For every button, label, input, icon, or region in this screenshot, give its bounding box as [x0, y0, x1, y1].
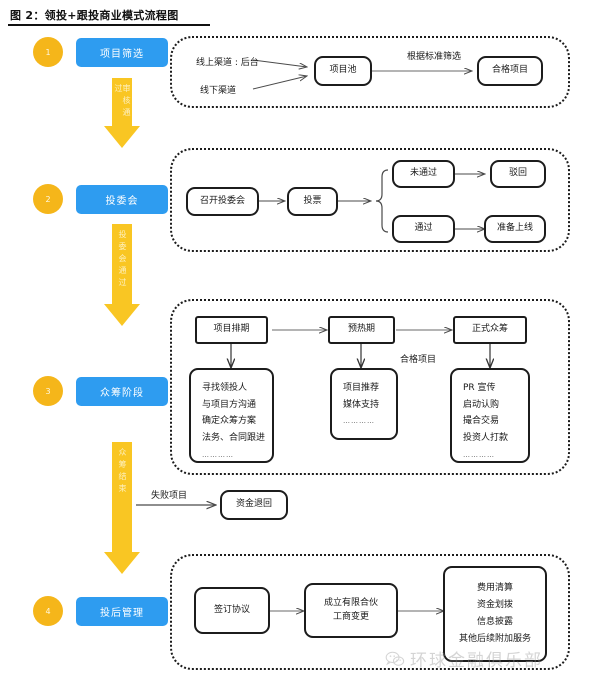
section-crowdfunding: [170, 299, 570, 475]
detail-item: 寻找领投人: [202, 383, 248, 393]
detail-box-warmup[interactable]: 项目推荐 媒体支持 …………: [330, 368, 398, 440]
detail-ellipsis: …………: [202, 450, 234, 459]
stage-badge-3: 3: [33, 376, 63, 406]
page-title: 图 2：领投+跟投商业模式流程图: [10, 9, 179, 22]
node-prepare-launch[interactable]: 准备上线: [484, 215, 546, 243]
detail-box-schedule[interactable]: 寻找领投人 与项目方沟通 确定众筹方案 法务、合同跟进 …………: [189, 368, 274, 463]
node-project-pool[interactable]: 项目池: [314, 56, 372, 86]
node-hold-meeting[interactable]: 召开投委会: [186, 187, 259, 216]
wechat-icon: [385, 651, 405, 666]
stage-button-post-investment[interactable]: 投后管理: [76, 597, 168, 626]
stage-badge-1: 1: [33, 37, 63, 67]
stage-button-crowdfunding[interactable]: 众筹阶段: [76, 377, 168, 406]
node-not-passed[interactable]: 未通过: [392, 160, 455, 188]
detail-item: 法务、合同跟进: [202, 432, 266, 443]
detail-box-crowdfunding[interactable]: PR 宣传 启动认购 撮合交易 投资人打款 …………: [450, 368, 530, 463]
section-post-investment: [170, 554, 570, 670]
edge-label-standard-filter: 根据标准筛选: [407, 52, 462, 62]
node-offline-channel: 线下渠道: [200, 86, 237, 96]
detail-item: 项目推荐: [343, 383, 380, 393]
node-passed[interactable]: 通过: [392, 215, 455, 243]
transition-arrow-3: 众筹结束: [104, 442, 140, 574]
node-refund[interactable]: 资金退回: [220, 490, 288, 520]
stage-badge-2: 2: [33, 184, 63, 214]
node-warmup[interactable]: 预热期: [328, 316, 395, 344]
detail-ellipsis: …………: [463, 450, 495, 459]
watermark: 环球金融俱乐部: [385, 646, 543, 671]
transition-arrow-1: 审核通过: [104, 78, 140, 148]
detail-item: 投资人打款: [463, 432, 509, 443]
node-line: 成立有限合伙: [323, 598, 378, 609]
node-rejected[interactable]: 驳回: [490, 160, 546, 188]
node-qualified-project[interactable]: 合格项目: [477, 56, 543, 86]
detail-item: PR 宣传: [463, 383, 496, 393]
node-schedule[interactable]: 项目排期: [195, 316, 268, 344]
node-line: 其他后续附加服务: [458, 634, 531, 645]
watermark-text: 环球金融俱乐部: [410, 651, 543, 671]
failure-branch-label: 失败项目: [151, 491, 188, 501]
node-sign-agreement[interactable]: 签订协议: [194, 587, 270, 634]
node-vote[interactable]: 投票: [287, 187, 338, 216]
node-formal-crowdfunding[interactable]: 正式众筹: [453, 316, 527, 344]
node-line: 工商变更: [332, 611, 369, 622]
title-underline: [8, 24, 210, 26]
node-line: 费用清算: [476, 582, 513, 593]
stage-button-investment-committee[interactable]: 投委会: [76, 185, 168, 214]
transition-label-1: 审核通过: [114, 84, 131, 120]
node-establish-lp[interactable]: 成立有限合伙 工商变更: [304, 583, 398, 638]
section-screening: [170, 36, 570, 108]
transition-label-3: 众筹结束: [118, 448, 127, 496]
detail-item: 媒体支持: [343, 399, 380, 410]
stage-button-project-screening[interactable]: 项目筛选: [76, 38, 168, 67]
detail-item: 与项目方沟通: [202, 399, 257, 410]
edge-label-qualified-project: 合格项目: [400, 355, 437, 365]
transition-arrow-2: 投委会通过: [104, 224, 140, 326]
detail-ellipsis: …………: [343, 417, 375, 426]
stage-badge-4: 4: [33, 596, 63, 626]
node-line: 资金划拨: [476, 599, 513, 610]
detail-item: 启动认购: [463, 399, 500, 410]
node-line: 信息披露: [476, 617, 513, 627]
detail-item: 确定众筹方案: [202, 416, 257, 427]
detail-item: 撮合交易: [463, 416, 500, 427]
section-investment-committee: [170, 148, 570, 252]
node-post-services[interactable]: 费用清算 资金划拨 信息披露 其他后续附加服务: [443, 566, 547, 662]
node-online-channel: 线上渠道 : 后台: [196, 58, 259, 68]
transition-label-2: 投委会通过: [118, 230, 127, 290]
